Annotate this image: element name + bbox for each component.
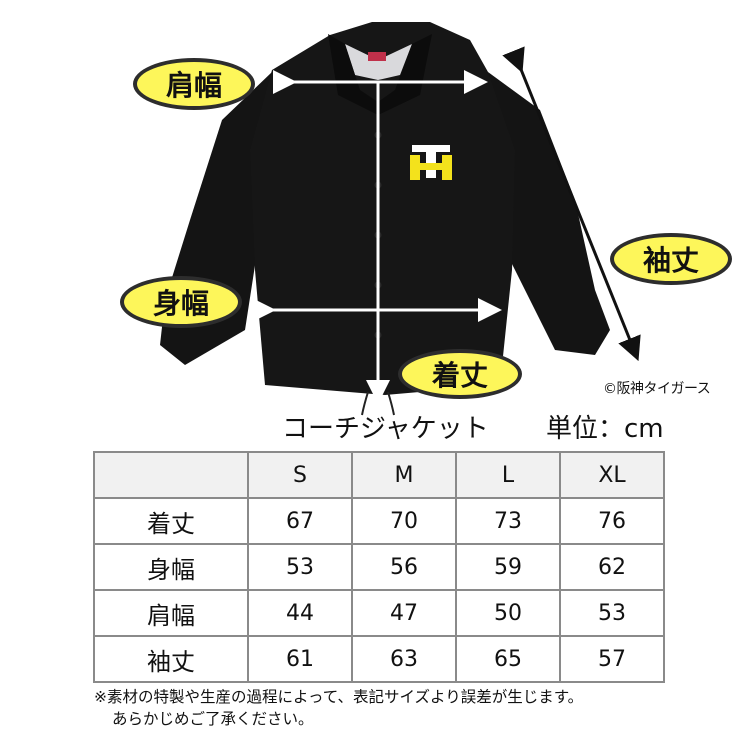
label-shoulder-width: 肩幅 bbox=[133, 58, 255, 110]
column-header: S bbox=[247, 451, 353, 499]
label-sleeve-length: 袖丈 bbox=[610, 233, 732, 285]
unit-label: 単位：cm bbox=[546, 414, 664, 444]
table-row: 着丈 67 70 73 76 bbox=[93, 497, 665, 545]
table-cell: 44 bbox=[247, 589, 353, 637]
table-row: 身幅 53 56 59 62 bbox=[93, 543, 665, 591]
row-label: 袖丈 bbox=[93, 635, 249, 683]
table-header-row: S M L XL bbox=[93, 451, 665, 499]
table-cell: 50 bbox=[455, 589, 561, 637]
table-cell: 67 bbox=[247, 497, 353, 545]
row-label: 肩幅 bbox=[93, 589, 249, 637]
table-cell: 65 bbox=[455, 635, 561, 683]
column-header: L bbox=[455, 451, 561, 499]
table-cell: 47 bbox=[351, 589, 457, 637]
table-cell: 59 bbox=[455, 543, 561, 591]
jacket-illustration bbox=[160, 22, 641, 416]
table-cell: 62 bbox=[559, 543, 665, 591]
product-name: コーチジャケット bbox=[282, 414, 489, 444]
table-cell: 53 bbox=[247, 543, 353, 591]
table-cell: 63 bbox=[351, 635, 457, 683]
tigers-logo-icon bbox=[410, 145, 452, 180]
table-cell: 56 bbox=[351, 543, 457, 591]
size-table: S M L XL 着丈 67 70 73 76 身幅 53 56 59 62 肩… bbox=[93, 451, 665, 683]
table-cell: 76 bbox=[559, 497, 665, 545]
row-label: 着丈 bbox=[93, 497, 249, 545]
label-length: 着丈 bbox=[398, 349, 522, 399]
copyright-credit: ©阪神タイガース bbox=[603, 381, 711, 397]
table-cell: 61 bbox=[247, 635, 353, 683]
jacket-diagram: 肩幅 身幅 着丈 袖丈 ©阪神タイガース bbox=[120, 22, 732, 416]
table-cell: 73 bbox=[455, 497, 561, 545]
label-body-width: 身幅 bbox=[120, 276, 242, 328]
column-header: M bbox=[351, 451, 457, 499]
table-row: 肩幅 44 47 50 53 bbox=[93, 589, 665, 637]
table-row: 袖丈 61 63 65 57 bbox=[93, 635, 665, 683]
table-corner-cell bbox=[93, 451, 249, 499]
table-cell: 57 bbox=[559, 635, 665, 683]
table-cell: 53 bbox=[559, 589, 665, 637]
disclaimer-line-2: あらかじめご了承ください。 bbox=[112, 710, 314, 728]
disclaimer-line-1: ※素材の特製や生産の過程によって、表記サイズより誤差が生じます。 bbox=[94, 688, 584, 706]
row-label: 身幅 bbox=[93, 543, 249, 591]
table-cell: 70 bbox=[351, 497, 457, 545]
disclaimer-note: ※素材の特製や生産の過程によって、表記サイズより誤差が生じます。 あらかじめご了… bbox=[94, 686, 583, 730]
column-header: XL bbox=[559, 451, 665, 499]
